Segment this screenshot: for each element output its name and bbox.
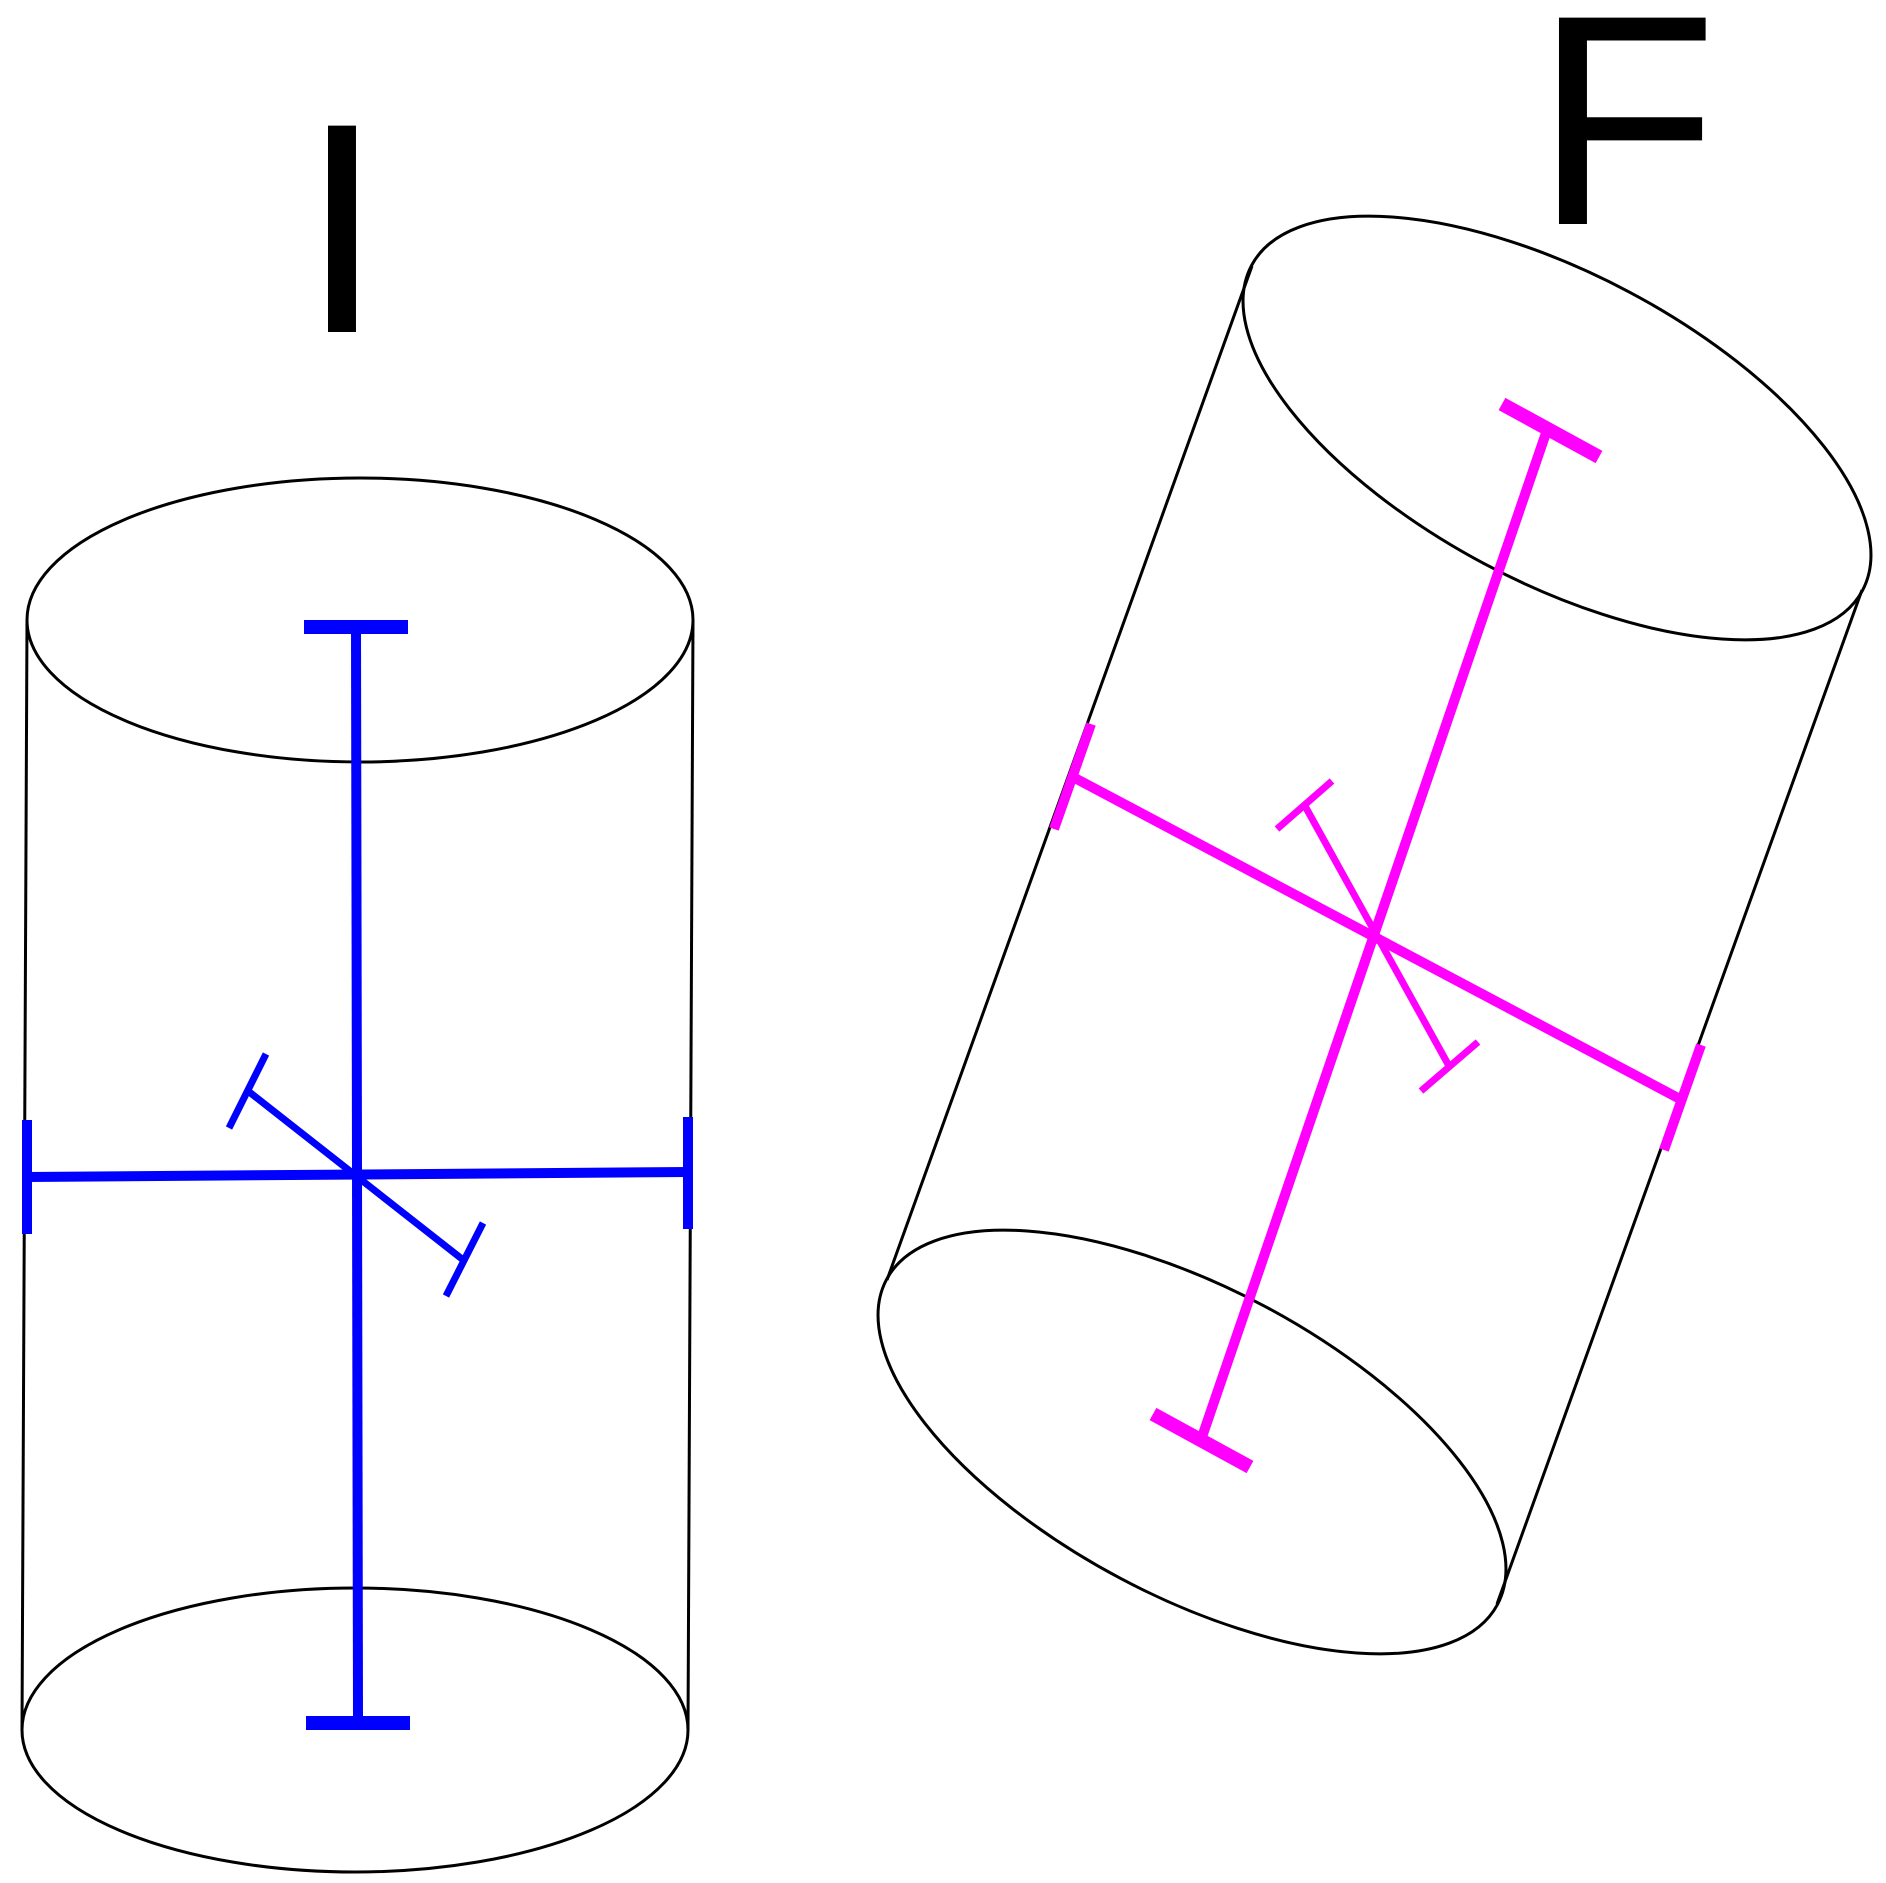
final-transverse-axis-left-cap	[1049, 722, 1096, 831]
final-state: F	[876, 0, 1873, 1656]
final-long-axis-bottom-cap	[1149, 1407, 1254, 1474]
initial-depth-axis-back-cap	[225, 1052, 270, 1130]
initial-label: I	[300, 60, 383, 396]
final-long-axis-top-cap	[1498, 397, 1603, 464]
initial-depth-axis	[245, 1088, 465, 1262]
final-cylinder	[876, 214, 1873, 1656]
final-transverse-axis-right-cap	[1659, 1043, 1706, 1152]
final-depth-axis-back-cap	[1274, 778, 1335, 832]
final-axes	[1049, 397, 1706, 1474]
initial-depth-axis-front-cap	[442, 1221, 487, 1298]
initial-state: I	[20, 60, 695, 1874]
initial-axes	[22, 620, 693, 1730]
final-depth-axis	[1301, 804, 1453, 1068]
final-cylinder-bottom	[876, 1228, 1508, 1656]
final-label: F	[1534, 0, 1717, 288]
final-depth-axis-front-cap	[1418, 1039, 1481, 1094]
